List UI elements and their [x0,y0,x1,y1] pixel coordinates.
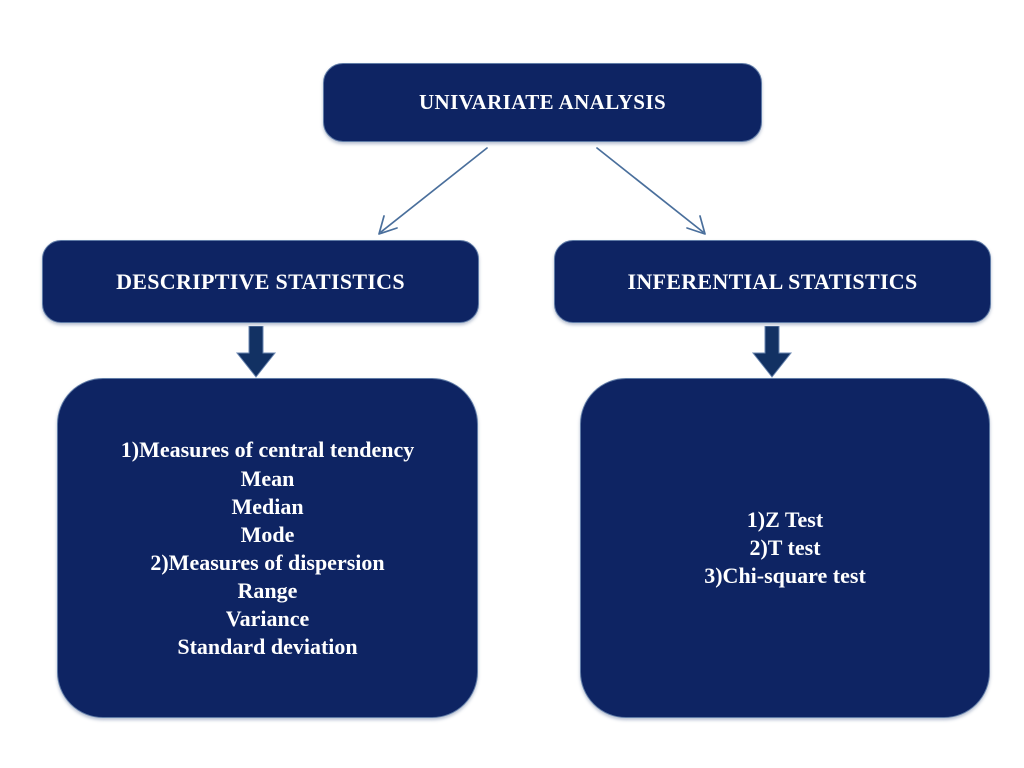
inferential-details-list: 1)Z Test 2)T test 3)Chi-square test [704,506,866,590]
block-arrow-down-descriptive-icon [235,326,277,378]
node-descriptive-statistics[interactable]: DESCRIPTIVE STATISTICS [42,240,479,323]
list-item: Variance [225,606,310,632]
block-arrow-down-inferential-icon [751,326,793,378]
node-univariate-analysis[interactable]: UNIVARIATE ANALYSIS [323,63,762,142]
node-descriptive-details[interactable]: 1)Measures of central tendency Mean Medi… [57,378,478,718]
arrow-root-to-inferential-icon [596,147,706,235]
descriptive-details-list: 1)Measures of central tendency Mean Medi… [121,436,414,661]
node-inferential-details[interactable]: 1)Z Test 2)T test 3)Chi-square test [580,378,990,718]
list-item: 2)Measures of dispersion [150,550,385,575]
list-item: Range [237,578,298,604]
list-item: 2)T test [749,534,821,560]
node-inferential-statistics[interactable]: INFERENTIAL STATISTICS [554,240,991,323]
node-descriptive-statistics-label: DESCRIPTIVE STATISTICS [116,268,405,294]
list-item: 1)Z Test [746,506,824,532]
list-item: 1)Measures of central tendency [120,437,415,463]
list-item: 3)Chi-square test [704,563,866,589]
list-item: Mode [240,521,295,547]
list-item: Mean [240,465,295,491]
list-item: Standard deviation [177,634,358,660]
node-inferential-statistics-label: INFERENTIAL STATISTICS [627,268,918,294]
node-univariate-analysis-label: UNIVARIATE ANALYSIS [418,90,667,114]
list-item: Median [231,493,304,519]
arrow-root-to-descriptive-icon [378,147,488,235]
